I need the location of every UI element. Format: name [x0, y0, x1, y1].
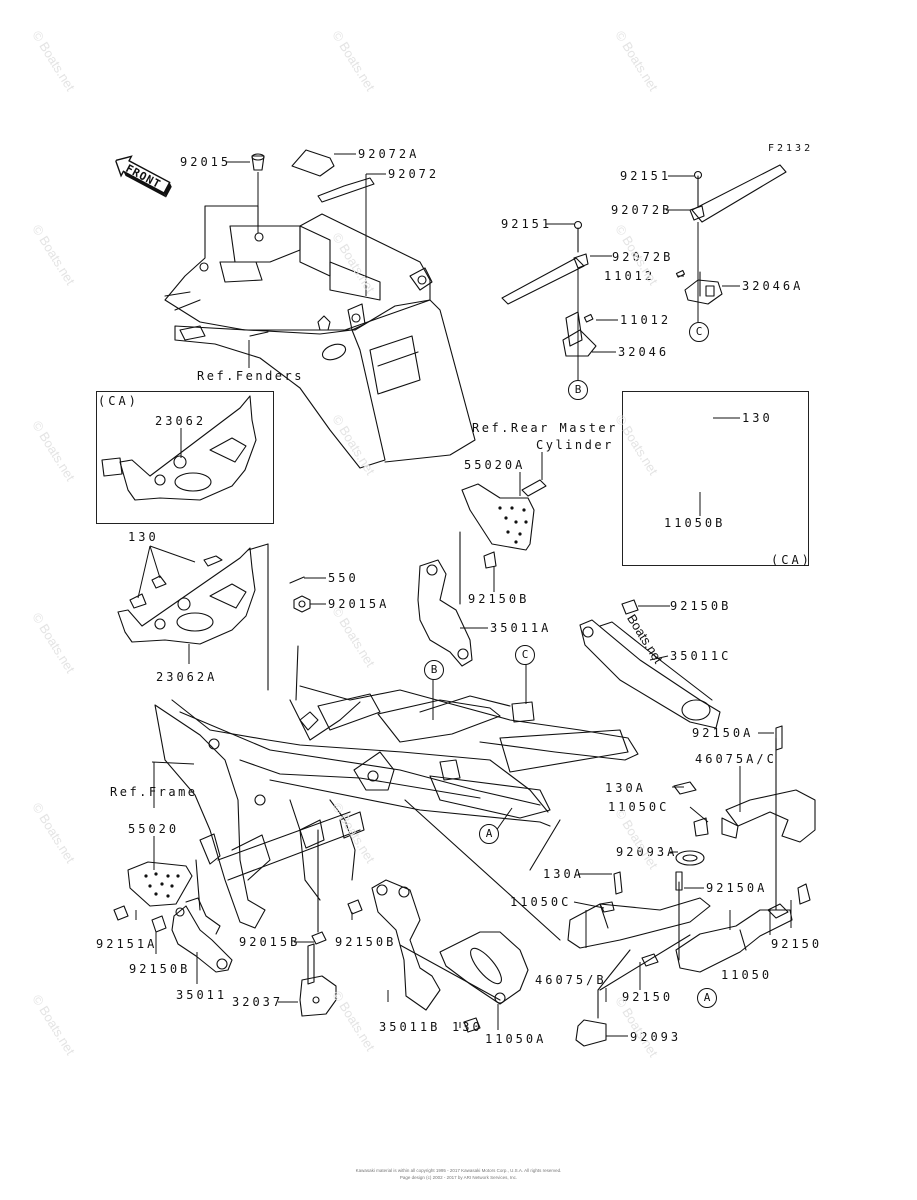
- part-23062A: 23062A: [156, 670, 218, 684]
- ref-rear-master-line2: Cylinder: [536, 438, 614, 452]
- ref-rear-master-line1: Ref.Rear Master: [472, 421, 618, 435]
- pad-92072: [317, 177, 375, 203]
- part-92015A: 92015A: [328, 597, 390, 611]
- part-11050C-top: 11050C: [608, 800, 670, 814]
- part-92151-left: 92151: [501, 217, 553, 231]
- part-92150-right: 92150: [771, 937, 823, 951]
- part-92150B-right: 92150B: [670, 599, 732, 613]
- variant-tag-left: (CA): [98, 394, 139, 408]
- part-35011B: 35011B: [379, 1020, 441, 1034]
- part-92151-right: 92151: [620, 169, 672, 183]
- part-55020: 55020: [128, 822, 180, 836]
- rear-fender-drawing: [164, 205, 476, 469]
- copyright-line1: Kawasaki material is within all copyrigh…: [355, 1168, 562, 1173]
- figure-code: F2132: [768, 143, 814, 154]
- part-92150B-left: 92150B: [129, 962, 191, 976]
- ref-frame: Ref.Frame: [110, 785, 198, 799]
- part-32046A: 32046A: [742, 279, 804, 293]
- callout-b-strap: B: [568, 380, 588, 400]
- part-32037: 32037: [232, 995, 284, 1009]
- callout-c: C: [515, 645, 535, 665]
- part-11050C-low: 11050C: [510, 895, 572, 909]
- part-11050: 11050: [721, 968, 773, 982]
- callout-a: A: [479, 824, 499, 844]
- part-46075AC: 46075A/C: [695, 752, 777, 766]
- part-130A-top: 130A: [605, 781, 646, 795]
- part-130-left: 130: [128, 530, 159, 544]
- part-130-low: 130: [452, 1020, 483, 1034]
- part-92015: 92015: [180, 155, 232, 169]
- part-92072B-left: 92072B: [612, 250, 674, 264]
- part-23062: 23062: [155, 414, 207, 428]
- part-55020A: 55020A: [464, 458, 526, 472]
- part-92072A: 92072A: [358, 147, 420, 161]
- part-11050A: 11050A: [485, 1032, 547, 1046]
- part-92015B: 92015B: [239, 935, 301, 949]
- part-32046: 32046: [618, 345, 670, 359]
- part-11012-left: 11012: [620, 313, 672, 327]
- part-92150B-center: 92150B: [335, 935, 397, 949]
- grommet-92015: [251, 155, 265, 171]
- callout-c-strap: C: [689, 322, 709, 342]
- frame-drawing: [154, 645, 639, 929]
- part-92150A-low: 92150A: [706, 881, 768, 895]
- callout-a-lower: A: [697, 988, 717, 1008]
- copyright-line2: Page design (c) 2002 - 2017 by ARI Netwo…: [399, 1175, 518, 1180]
- part-46075B: 46075/B: [535, 973, 607, 987]
- part-130A-low: 130A: [543, 867, 584, 881]
- part-92072B-right: 92072B: [611, 203, 673, 217]
- part-550: 550: [328, 571, 359, 585]
- part-92150B-mid: 92150B: [468, 592, 530, 606]
- variant-box-ca-left: [96, 391, 274, 524]
- callout-b: B: [424, 660, 444, 680]
- part-35011: 35011: [176, 988, 228, 1002]
- part-11012-right: 11012: [604, 269, 656, 283]
- variant-box-ca-right: [622, 391, 809, 566]
- pad-92072A: [291, 149, 335, 177]
- part-92072: 92072: [388, 167, 440, 181]
- front-direction-arrow-icon: [114, 155, 172, 198]
- part-92150-low: 92150: [622, 990, 674, 1004]
- part-92093A: 92093A: [616, 845, 678, 859]
- part-92150A-top: 92150A: [692, 726, 754, 740]
- part-92093: 92093: [630, 1030, 682, 1044]
- part-130-ca: 130: [742, 411, 773, 425]
- part-11050B: 11050B: [664, 516, 726, 530]
- part-35011A: 35011A: [490, 621, 552, 635]
- part-35011C: 35011C: [670, 649, 732, 663]
- variant-tag-right: (CA): [771, 553, 812, 567]
- ref-fenders: Ref.Fenders: [197, 369, 304, 383]
- part-92151A: 92151A: [96, 937, 158, 951]
